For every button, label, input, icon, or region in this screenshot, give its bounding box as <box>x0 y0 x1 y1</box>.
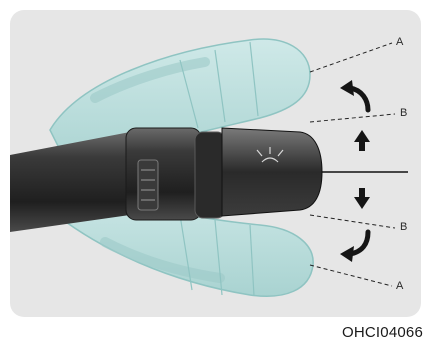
arrow-up-icon <box>354 130 370 151</box>
leader-line-upper-a <box>310 43 392 72</box>
callout-label-lower-b: B <box>400 221 407 233</box>
illustration-panel: A B B A <box>10 10 421 317</box>
callout-label-upper-b: B <box>400 107 407 119</box>
arrow-down-icon <box>354 188 370 209</box>
callout-label-lower-a: A <box>396 280 403 292</box>
leader-line-lower-b <box>310 215 395 228</box>
figure-code: OHCI04066 <box>342 324 423 341</box>
leader-line-lower-a <box>310 265 392 286</box>
callout-label-upper-a: A <box>396 36 403 48</box>
wiper-stalk-illustration <box>10 10 421 317</box>
leader-line-upper-b <box>310 114 395 122</box>
